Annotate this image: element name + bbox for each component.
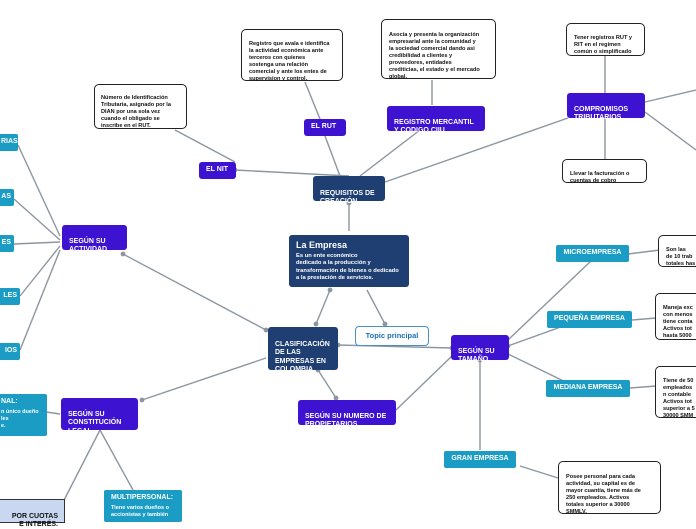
note-el-rut[interactable]: Registro que avala e identifica la activ… (241, 29, 343, 82)
note-compromisos-facturacion[interactable]: Llevar la facturación o cuentas de cobro (562, 159, 647, 184)
actividad-leaf-5[interactable]: IOS (0, 343, 20, 360)
gran-empresa-note-text: Posee personal para cada actividad, su c… (566, 474, 641, 515)
node-segun-constitucion[interactable]: SEGÚN SU CONSTITUCIÓN LEGAL (61, 398, 138, 435)
central-topic-title: La Empresa (296, 240, 348, 250)
mediana-empresa-note-text: Tiene de 50 empleados n contable Activos… (663, 378, 695, 419)
topic-principal-label: Topic principal (365, 331, 419, 340)
multipersonal-description: Tiene varios dueños o accionistas y tamb… (111, 504, 169, 518)
note-mediana-empresa[interactable]: Tiene de 50 empleados n contable Activos… (655, 366, 696, 419)
registro-mercantil-note-text: Asocia y presenta la organización empres… (389, 32, 480, 80)
topic-principal-node[interactable]: Topic principal (355, 326, 429, 346)
actividad-leaf-3[interactable]: ES (0, 235, 14, 252)
node-segun-tamano[interactable]: SEGÚN SU TAMAÑO (451, 335, 509, 363)
actividad-leaf-4-label: LES (3, 292, 17, 299)
node-pequena-empresa[interactable]: PEQUEÑA EMPRESA (547, 311, 632, 328)
pequena-empresa-label: PEQUEÑA EMPRESA (554, 315, 625, 322)
node-personal[interactable]: NAL: n único dueño les e. (0, 394, 47, 436)
note-compromisos-rut-rit[interactable]: Tener registros RUT y RIT en el regimen … (566, 23, 645, 56)
el-nit-label: EL NIT (206, 166, 229, 173)
central-topic-la-empresa[interactable]: La Empresa Es un ente económico dedicado… (289, 235, 409, 287)
note-microempresa[interactable]: Son las de 10 trab totales has (658, 235, 696, 267)
clasificacion-label: CLASIFICACIÓN DE LAS EMPRESAS EN COLOMBI… (275, 340, 330, 374)
el-nit-note-text: Número de Identificación Tributaria, asi… (101, 95, 171, 129)
node-registro-mercantil[interactable]: REGISTRO MERCANTIL Y CODIGO CIIU (387, 106, 485, 134)
note-registro-mercantil[interactable]: Asocia y presenta la organización empres… (381, 19, 496, 80)
el-rut-note-text: Registro que avala e identifica la activ… (249, 41, 330, 82)
compromisos-note2-text: Llevar la facturación o cuentas de cobro (570, 171, 630, 184)
el-rut-label: EL RUT (311, 123, 337, 130)
compromisos-tributarios-label: COMPROMISOS TRIBUTARIOS (574, 105, 629, 122)
node-por-cuotas-interes[interactable]: POR CUOTAS E INTERÉS. (0, 499, 65, 528)
central-topic-description: Es un ente económico dedicado a la produ… (296, 253, 399, 282)
personal-description: n único dueño les e. (1, 408, 39, 429)
actividad-leaf-5-label: IOS (4, 347, 17, 354)
note-gran-empresa[interactable]: Posee personal para cada actividad, su c… (558, 461, 661, 515)
registro-mercantil-label: REGISTRO MERCANTIL Y CODIGO CIIU (394, 118, 474, 135)
pequena-empresa-note-text: Maneja exc con menos tiene conta Activos… (663, 305, 693, 339)
gran-empresa-label: GRAN EMPRESA (451, 455, 509, 462)
actividad-leaf-2[interactable]: AS (0, 189, 14, 206)
multipersonal-title: MULTIPERSONAL: (111, 494, 174, 501)
requisitos-label: REQUISITOS DE CREACIÓN (320, 189, 375, 206)
personal-title: NAL: (1, 398, 18, 405)
node-segun-actividad[interactable]: SEGÚN SU ACTIVIDAD (62, 225, 127, 253)
microempresa-note-text: Son las de 10 trab totales has (666, 247, 696, 267)
actividad-leaf-3-label: ES (1, 239, 11, 246)
node-gran-empresa[interactable]: GRAN EMPRESA (444, 451, 516, 468)
actividad-leaf-4[interactable]: LES (0, 288, 20, 305)
node-el-rut[interactable]: EL RUT (304, 119, 346, 136)
mediana-empresa-label: MEDIANA EMPRESA (553, 384, 623, 391)
actividad-leaf-1[interactable]: RIAS (0, 134, 18, 151)
node-el-nit[interactable]: EL NIT (199, 162, 236, 179)
por-cuotas-label: POR CUOTAS E INTERÉS. (11, 513, 58, 528)
note-pequena-empresa[interactable]: Maneja exc con menos tiene conta Activos… (655, 293, 696, 340)
node-microempresa[interactable]: MICROEMPRESA (556, 245, 629, 262)
actividad-leaf-2-label: AS (1, 193, 11, 200)
compromisos-note1-text: Tener registros RUT y RIT en el regimen … (574, 35, 633, 55)
segun-actividad-label: SEGÚN SU ACTIVIDAD (69, 237, 108, 254)
microempresa-label: MICROEMPRESA (563, 249, 622, 256)
note-el-nit[interactable]: Número de Identificación Tributaria, asi… (94, 84, 187, 129)
segun-numero-label: SEGÚN SU NUMERO DE PROPIETARIOS (305, 412, 387, 429)
node-requisitos-creacion[interactable]: REQUISITOS DE CREACIÓN (313, 176, 385, 205)
segun-tamano-label: SEGÚN SU TAMAÑO (458, 347, 495, 364)
node-segun-numero-propietarios[interactable]: SEGÚN SU NUMERO DE PROPIETARIOS (298, 400, 396, 428)
segun-constitucion-label: SEGÚN SU CONSTITUCIÓN LEGAL (68, 410, 122, 435)
node-mediana-empresa[interactable]: MEDIANA EMPRESA (546, 380, 630, 397)
node-multipersonal[interactable]: MULTIPERSONAL: Tiene varios dueños o acc… (104, 490, 182, 522)
node-compromisos-tributarios[interactable]: COMPROMISOS TRIBUTARIOS (567, 93, 645, 121)
actividad-leaf-1-label: RIAS (1, 138, 18, 145)
node-clasificacion-empresas[interactable]: CLASIFICACIÓN DE LAS EMPRESAS EN COLOMBI… (268, 327, 338, 373)
